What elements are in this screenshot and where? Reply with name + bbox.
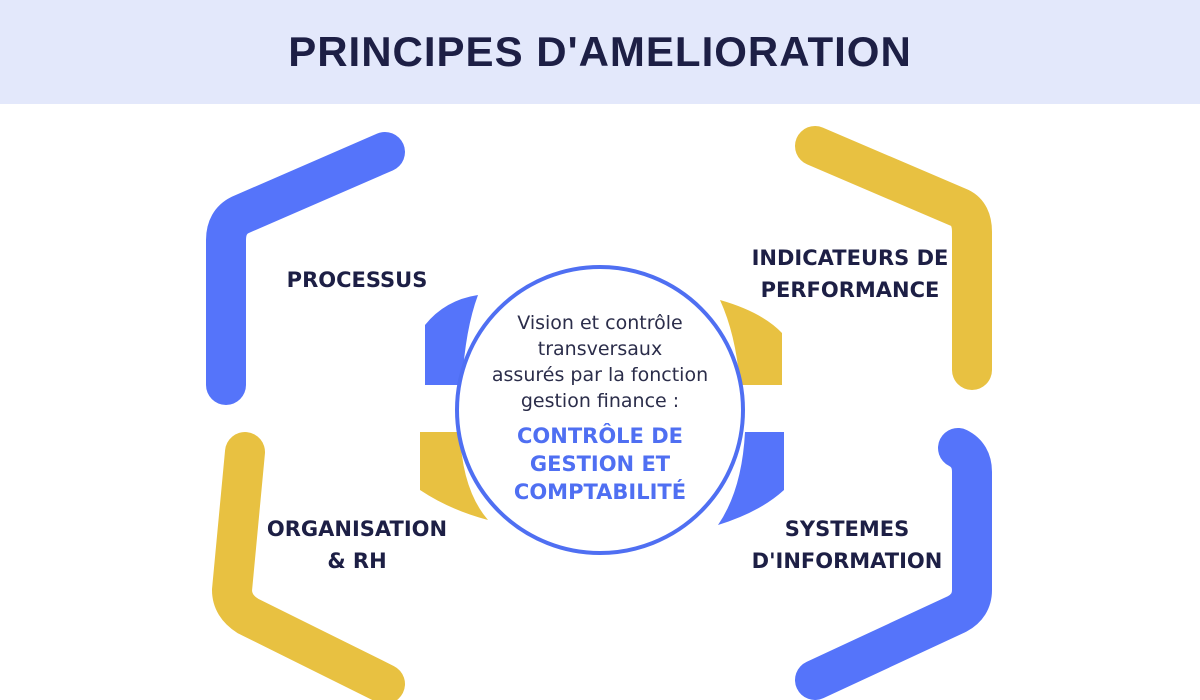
- label-systemes-line2: D'INFORMATION: [751, 549, 943, 573]
- center-circle: [455, 265, 745, 555]
- page-title: PRINCIPES D'AMELIORATION: [288, 28, 912, 75]
- indicateurs-arc: [795, 126, 992, 390]
- processus-inner-tab: [425, 295, 478, 385]
- label-organisation-line2: & RH: [327, 549, 387, 573]
- center-description: Vision et contrôle transversaux assurés …: [470, 310, 730, 414]
- systemes-inner-tab: [718, 432, 784, 525]
- label-processus-text: PROCESSUS: [286, 268, 428, 292]
- label-organisation: ORGANISATION & RH: [252, 513, 462, 577]
- center-highlight-line: GESTION ET: [529, 452, 671, 476]
- center-desc-line: assurés par la fonction: [491, 364, 709, 386]
- center-highlight-line: CONTRÔLE DE: [516, 424, 683, 448]
- label-organisation-line1: ORGANISATION: [266, 517, 448, 541]
- header-banner: PRINCIPES D'AMELIORATION: [0, 0, 1200, 104]
- indicateurs-inner-tab: [720, 300, 782, 385]
- label-processus: PROCESSUS: [262, 264, 452, 296]
- center-desc-line: Vision et contrôle: [517, 312, 683, 334]
- label-systemes-line1: SYSTEMES: [784, 517, 910, 541]
- label-indicateurs-line2: PERFORMANCE: [760, 278, 940, 302]
- label-systemes: SYSTEMES D'INFORMATION: [742, 513, 952, 577]
- organisation-inner-tab: [420, 432, 488, 520]
- processus-arc: [206, 132, 405, 405]
- center-highlight: CONTRÔLE DE GESTION ET COMPTABILITÉ: [470, 422, 730, 506]
- center-highlight-line: COMPTABILITÉ: [513, 480, 687, 504]
- label-indicateurs-line1: INDICATEURS DE: [751, 246, 949, 270]
- center-desc-line: gestion finance :: [520, 390, 680, 412]
- organisation-arc: [212, 432, 405, 700]
- center-desc-line: transversaux: [537, 338, 663, 360]
- label-indicateurs: INDICATEURS DE PERFORMANCE: [740, 242, 960, 306]
- systemes-arc: [795, 428, 992, 700]
- center-text: Vision et contrôle transversaux assurés …: [470, 310, 730, 506]
